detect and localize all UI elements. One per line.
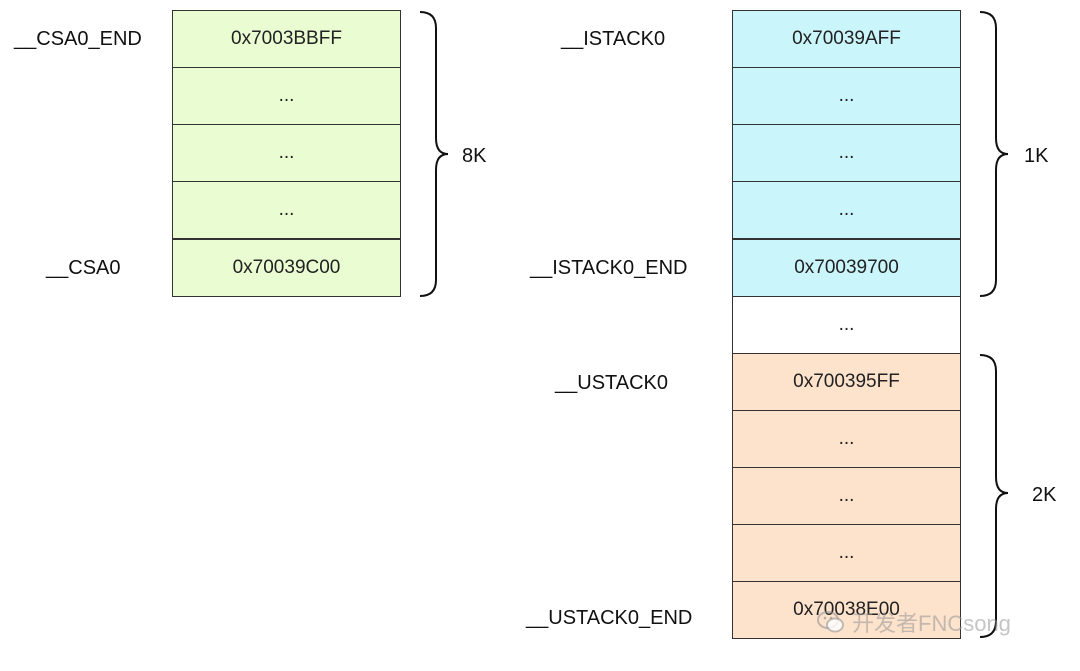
istack-cell-4: 0x70039700 — [732, 239, 961, 297]
csa-stack: 0x7003BBFF ... ... ... 0x70039C00 — [172, 10, 401, 297]
istack-cell-3: ... — [732, 181, 961, 239]
istack-cell-1: ... — [732, 67, 961, 125]
ustack-brace — [979, 354, 1009, 638]
csa-cell-4: 0x70039C00 — [172, 239, 401, 297]
watermark-text: 开发者FNCsong — [852, 611, 1011, 636]
ustack0-label: __USTACK0 — [555, 372, 669, 394]
csa-cell-1: ... — [172, 67, 401, 125]
istack-cell-0: 0x70039AFF — [732, 10, 961, 68]
istack-brace — [979, 11, 1009, 297]
ustack-cell-0: 0x700395FF — [732, 353, 961, 411]
ustack0-end-label: __USTACK0_END — [526, 607, 693, 629]
csa-cell-3: ... — [172, 181, 401, 239]
watermark: 开发者FNCsong — [816, 606, 1011, 638]
csa-size-label: 8K — [462, 145, 487, 167]
ustack-size-label: 2K — [1032, 484, 1057, 506]
istack-stack: 0x70039AFF ... ... ... 0x70039700 ... 0x… — [732, 10, 961, 639]
ustack-cell-2: ... — [732, 467, 961, 525]
csa-cell-0: 0x7003BBFF — [172, 10, 401, 68]
ustack-cell-3: ... — [732, 524, 961, 582]
ustack-cell-1: ... — [732, 410, 961, 468]
gap-cell: ... — [732, 296, 961, 354]
csa-brace — [419, 11, 449, 297]
wechat-icon — [817, 611, 844, 633]
istack-cell-2: ... — [732, 124, 961, 182]
istack-size-label: 1K — [1024, 145, 1049, 167]
istack0-end-label: __ISTACK0_END — [530, 257, 688, 279]
istack0-label: __ISTACK0 — [561, 28, 666, 50]
csa-cell-2: ... — [172, 124, 401, 182]
csa0-label: __CSA0 — [46, 257, 121, 279]
csa0-end-label: __CSA0_END — [14, 28, 142, 50]
